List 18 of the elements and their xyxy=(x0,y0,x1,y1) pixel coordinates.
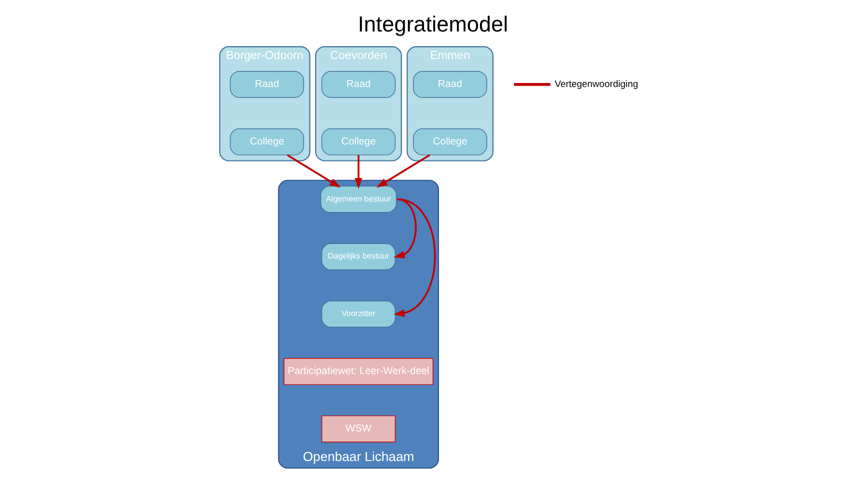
node-box: WSW xyxy=(321,415,396,442)
node-box: College xyxy=(413,128,488,156)
arrow xyxy=(394,198,436,317)
node-box: Dagelijks bestuur xyxy=(321,243,396,270)
node-box: Algemeen bestuur xyxy=(320,186,397,213)
legend-label: Vertegenwoordiging xyxy=(554,78,638,90)
arrow xyxy=(394,198,417,258)
arrow xyxy=(286,154,341,188)
node-box: Raad xyxy=(413,71,488,98)
node-box: College xyxy=(230,128,304,156)
node-box: Voorzitter xyxy=(321,300,396,328)
node-box: Raad xyxy=(230,71,304,98)
arrow xyxy=(376,154,430,188)
node-box: Participatiewet: Leer-Werk-deel xyxy=(284,358,434,385)
arrow xyxy=(354,155,362,189)
node-box: College xyxy=(321,128,396,156)
node-box: Raad xyxy=(321,71,396,98)
diagram-title: Integratiemodel xyxy=(358,11,508,36)
